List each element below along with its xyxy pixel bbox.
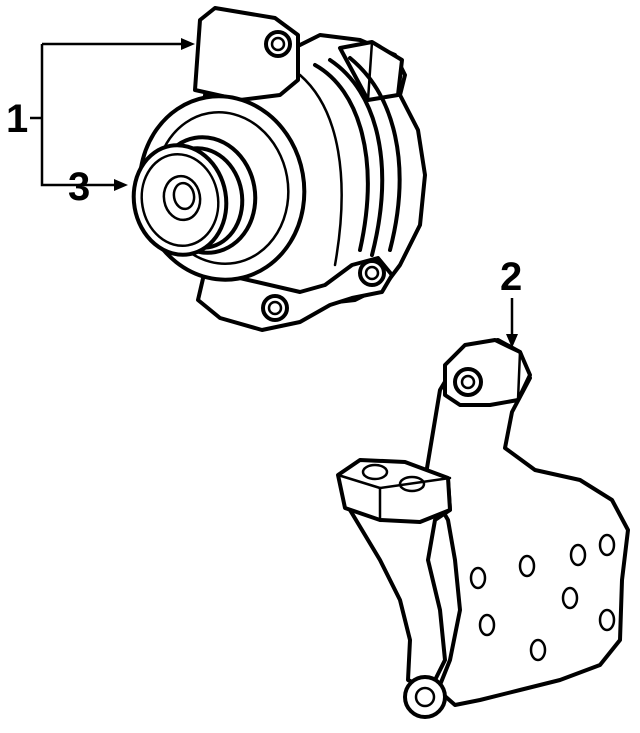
callout-leaders [30,42,514,338]
arrowhead-to-bracket [506,334,518,348]
arrowhead-to-pulley [114,179,128,191]
arrowhead-to-alternator [181,38,195,50]
leader-arrowheads [114,38,518,348]
mounting-bracket[interactable] [336,338,630,719]
alternator-assembly[interactable] [125,6,427,332]
callout-1: 1 [6,97,28,141]
callout-2: 2 [500,255,522,299]
pulley[interactable] [125,129,264,262]
callout-3: 3 [68,165,90,209]
